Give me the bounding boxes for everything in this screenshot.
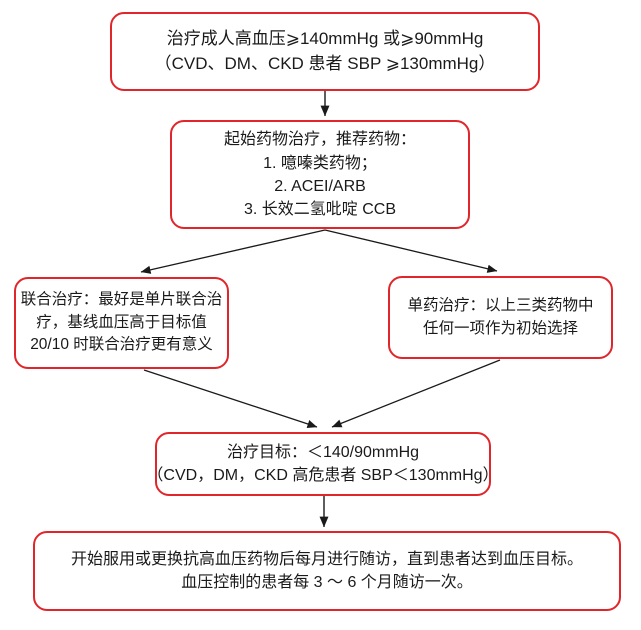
connector-start-to-mono <box>324 229 498 273</box>
connector-mono-to-goal <box>331 359 501 428</box>
node-combo-therapy-line-2: 疗，基线血压高于目标值 <box>36 313 207 331</box>
node-treatment-goal-line-1: 治疗目标：＜140/90mmHg <box>226 443 420 461</box>
node-start-therapy-line-1: 起始药物治疗，推荐药物： <box>223 130 416 148</box>
node-mono-therapy-line-2: 任何一项作为初始选择 <box>422 319 578 337</box>
node-mono-therapy[interactable]: 单药治疗：以上三类药物中 任何一项作为初始选择 <box>388 276 613 359</box>
node-combo-therapy[interactable]: 联合治疗：最好是单片联合治 疗，基线血压高于目标值 20/10 时联合治疗更有意… <box>14 277 229 369</box>
node-start-therapy[interactable]: 起始药物治疗，推荐药物： 1. 噫嗪类药物； 2. ACEI/ARB 3. 长效… <box>170 120 470 229</box>
node-start-therapy-line-2: 1. 噫嗪类药物； <box>263 154 377 172</box>
node-followup-line-2: 血压控制的患者每 3 ～ 6 个月随访一次。 <box>181 574 473 591</box>
node-mono-therapy-line-1: 单药治疗：以上三类药物中 <box>407 297 594 315</box>
node-initial-bp[interactable]: 治疗成人高血压⩾140mmHg 或⩾90mmHg （CVD、DM、CKD 患者 … <box>110 12 540 91</box>
node-treatment-goal[interactable]: 治疗目标：＜140/90mmHg （CVD，DM，CKD 高危患者 SBP＜13… <box>147 432 499 496</box>
node-initial-bp-line-1: 治疗成人高血压⩾140mmHg 或⩾90mmHg <box>166 28 484 48</box>
node-start-therapy-line-4: 3. 长效二氢吡啶 CCB <box>243 201 397 219</box>
node-combo-therapy-line-3: 20/10 时联合治疗更有意义 <box>30 336 213 354</box>
node-initial-bp-line-2: （CVD、DM、CKD 患者 SBP ⩾130mmHg） <box>154 53 496 73</box>
connector-start-to-combo <box>140 229 326 274</box>
connector-combo-to-goal <box>143 369 318 428</box>
node-combo-therapy-line-1: 联合治疗：最好是单片联合治 <box>20 291 223 309</box>
node-treatment-goal-line-2: （CVD，DM，CKD 高危患者 SBP＜130mmHg） <box>147 467 499 484</box>
node-followup-line-1: 开始服用或更换抗高血压药物后每月进行随访，直到患者达到血压目标。 <box>70 550 583 568</box>
node-followup[interactable]: 开始服用或更换抗高血压药物后每月进行随访，直到患者达到血压目标。 血压控制的患者… <box>33 531 621 611</box>
node-start-therapy-line-3: 2. ACEI/ARB <box>274 178 366 195</box>
